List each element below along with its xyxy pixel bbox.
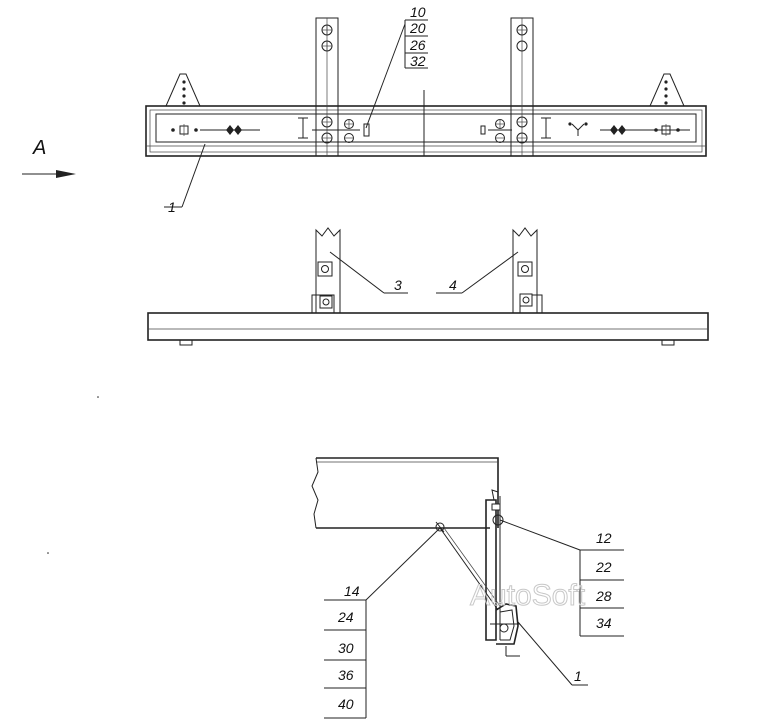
- svg-text:1: 1: [168, 199, 176, 215]
- detail-view: 14 24 30 36 40 12 22 28 34 1: [311, 457, 624, 719]
- callout-34: 34: [596, 615, 612, 631]
- callout-10: 10: [410, 4, 426, 20]
- front-right-bracket: [512, 227, 543, 314]
- callout-24: 24: [337, 609, 354, 625]
- callout-28: 28: [595, 588, 612, 604]
- callout-20: 20: [409, 20, 426, 36]
- svg-text:4: 4: [449, 277, 457, 293]
- callout-26: 26: [409, 37, 426, 53]
- callout-30: 30: [338, 640, 354, 656]
- part-label-3: 3: [329, 251, 408, 294]
- bumper-beam-top: [145, 105, 707, 157]
- left-gusset: [165, 73, 201, 107]
- bumper-beam-front: [147, 312, 709, 341]
- callout-36: 36: [338, 667, 354, 683]
- callout-14: 14: [344, 583, 360, 599]
- right-mount-bracket: [510, 17, 534, 157]
- front-left-bracket: [311, 227, 341, 314]
- svg-text:1: 1: [574, 668, 582, 684]
- part-label-1-detail: 1: [517, 621, 588, 686]
- callout-40: 40: [338, 696, 354, 712]
- part-label-4: 4: [436, 251, 519, 294]
- svg-text:3: 3: [394, 277, 402, 293]
- callout-table-right: 12 22 28 34: [499, 519, 624, 637]
- callout-12: 12: [596, 530, 612, 546]
- beam-fasteners: [171, 90, 690, 156]
- view-arrow-a: A: [22, 137, 76, 178]
- part-label-1-top: 1: [164, 143, 206, 215]
- view-label: A: [32, 137, 46, 159]
- front-view: 3 4: [147, 227, 709, 346]
- watermark: AutoSoft: [470, 579, 586, 612]
- top-view: 10 20 26 32 1: [145, 4, 707, 215]
- left-mount-bracket: [315, 17, 339, 157]
- arrow-head-icon: [56, 170, 76, 178]
- right-gusset: [649, 73, 685, 107]
- callout-32: 32: [410, 53, 426, 69]
- callout-table-left: 14 24 30 36 40: [324, 527, 441, 719]
- callout-22: 22: [595, 559, 612, 575]
- callout-stack-top: 10 20 26 32: [365, 4, 428, 129]
